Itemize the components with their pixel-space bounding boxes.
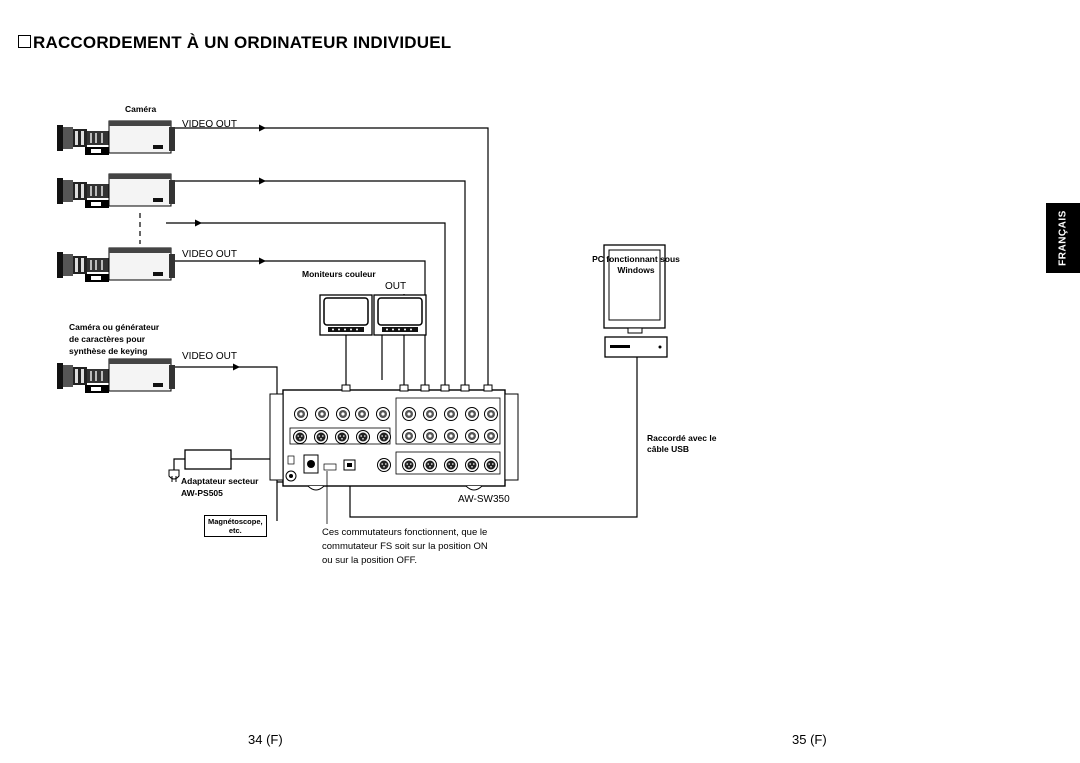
note-line3: ou sur la position OFF. [322, 555, 418, 566]
note-line2: commutateur FS soit sur la position ON [322, 541, 488, 552]
usb-label-line2: câble USB [647, 444, 690, 454]
square-bullet-icon [18, 35, 31, 48]
video-out-label-3: VIDEO OUT [182, 351, 238, 362]
adapter-label-line2: AW-PS505 [181, 488, 223, 498]
pc-label-line1: PC fonctionnant sous [592, 254, 680, 264]
monitors-label: Moniteurs couleur [302, 269, 376, 279]
video-out-label-2: VIDEO OUT [182, 249, 238, 260]
video-out-label-1: VIDEO OUT [182, 119, 238, 130]
keying-label-line1: Caméra ou générateur [69, 322, 160, 332]
keying-label-line2: de caractères pour [69, 334, 146, 344]
page-number-right: 35 (F) [792, 732, 827, 747]
switcher-aw-sw350 [269, 384, 519, 491]
camera-3 [56, 247, 176, 283]
color-monitor-1 [319, 294, 373, 336]
camera-label: Caméra [125, 104, 157, 114]
device-label: AW-SW350 [458, 494, 510, 505]
personal-computer [603, 244, 668, 358]
camera-2 [56, 173, 176, 209]
note-line1: Ces commutateurs fonctionnent, que le [322, 527, 488, 538]
ac-adapter [168, 449, 232, 482]
color-monitor-2 [373, 294, 427, 336]
usb-label-line1: Raccordé avec le [647, 433, 717, 443]
adapter-label-line1: Adaptateur secteur [181, 476, 259, 486]
page-title: RACCORDEMENT À UN ORDINATEUR INDIVIDUEL [18, 33, 451, 53]
vtr-box: Magnétoscope, etc. [204, 515, 267, 537]
video-cables [166, 127, 638, 521]
camera-keying [56, 358, 176, 394]
pc-label-line2: Windows [617, 265, 655, 275]
keying-label-line3: synthèse de keying [69, 346, 148, 356]
vtr-label-line1: Magnétoscope, [208, 517, 263, 526]
language-tab: FRANÇAIS [1046, 203, 1080, 273]
camera-1 [56, 120, 176, 156]
page-number-left: 34 (F) [248, 732, 283, 747]
vtr-label-line2: etc. [228, 526, 242, 535]
out-label: OUT [385, 281, 407, 292]
